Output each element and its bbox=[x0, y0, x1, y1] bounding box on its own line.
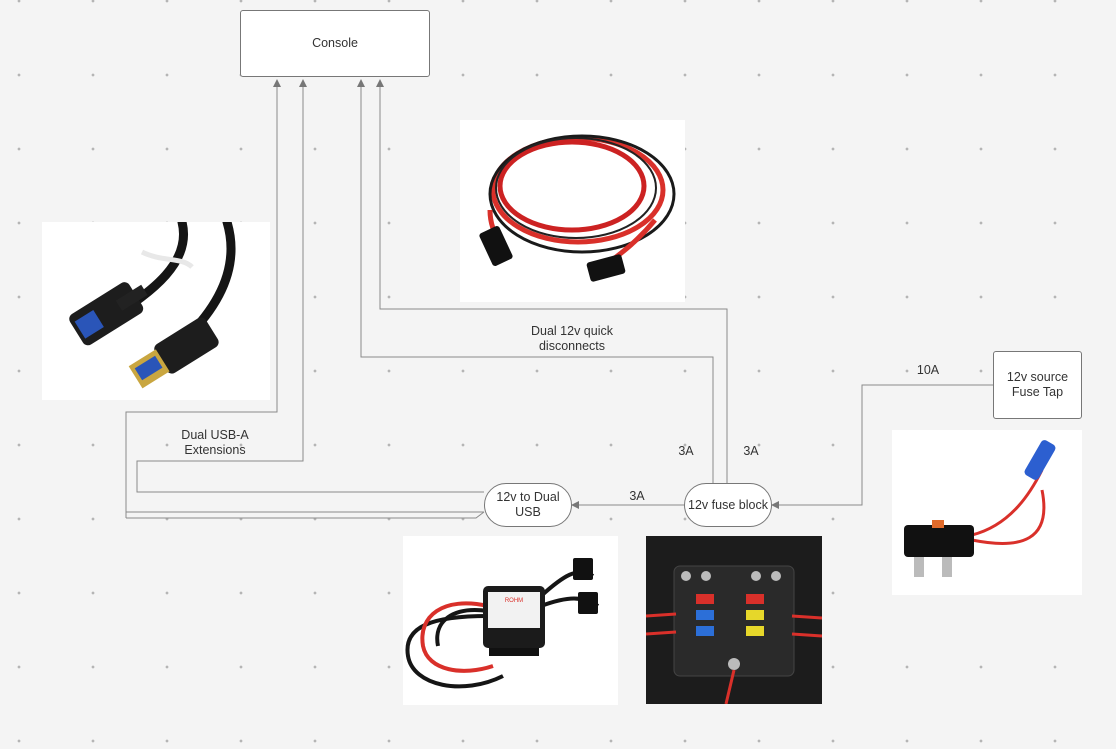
usb-extensions-label: Dual USB-A Extensions bbox=[181, 428, 249, 457]
wire-usb-to-console-b bbox=[125, 79, 484, 518]
usb-cable-image bbox=[69, 222, 236, 389]
usb-converter-label: 12v to Dual USB bbox=[496, 490, 560, 519]
block-to-console-a-label: 3A bbox=[678, 444, 694, 458]
fuse-tap-label: 12v source Fuse Tap bbox=[1006, 370, 1069, 399]
fuse-block-node[interactable]: 12v fuse block bbox=[684, 483, 772, 527]
block-to-console-b-label: 3A bbox=[743, 444, 759, 458]
wire-fuse-block-to-console-b bbox=[376, 79, 728, 485]
fuse-tap-photo[interactable] bbox=[892, 430, 1082, 595]
usb-converter-image: ROHM bbox=[405, 558, 600, 689]
usb-converter-node[interactable]: 12v to Dual USB bbox=[484, 483, 572, 527]
quick-disconnect-image bbox=[479, 134, 676, 282]
console-label: Console bbox=[312, 36, 358, 50]
usb-converter-photo[interactable]: ROHM bbox=[403, 536, 618, 705]
wire-tap-to-fuse-block bbox=[771, 384, 993, 509]
wire-usb-to-console-a bbox=[136, 79, 484, 493]
fuse-tap-image bbox=[904, 440, 1056, 577]
quick-disconnects-label: Dual 12v quick disconnects bbox=[531, 324, 613, 353]
tap-to-block-label: 10A bbox=[916, 363, 940, 377]
fuse-block-image bbox=[646, 536, 822, 704]
wire-fuse-block-to-console-a bbox=[357, 79, 714, 485]
svg-text:ROHM: ROHM bbox=[505, 598, 523, 604]
fuse-block-label: 12v fuse block bbox=[688, 497, 768, 512]
fuse-tap-node[interactable]: 12v source Fuse Tap bbox=[993, 351, 1082, 419]
usb-cable-photo[interactable] bbox=[42, 222, 270, 400]
quick-disconnect-photo[interactable] bbox=[460, 120, 685, 302]
console-node[interactable]: Console bbox=[240, 10, 430, 77]
fuse-block-photo[interactable] bbox=[646, 536, 822, 704]
block-to-usb-label: 3A bbox=[629, 489, 645, 503]
